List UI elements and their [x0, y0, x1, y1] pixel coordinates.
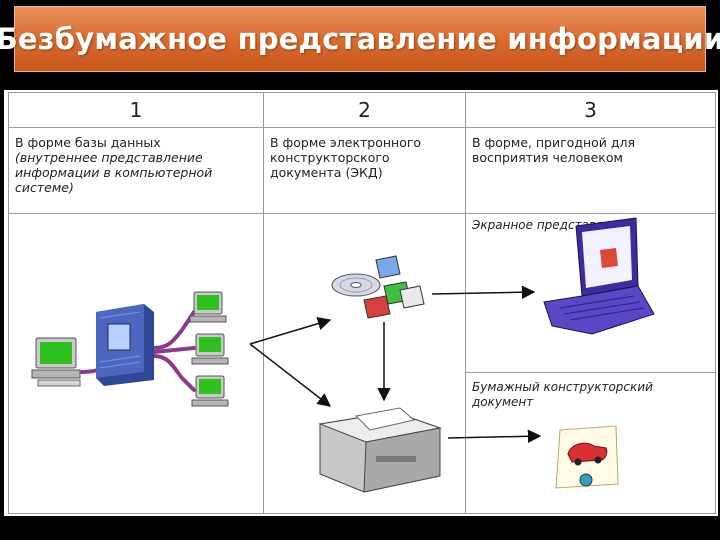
column-1-body — [8, 214, 264, 514]
workstation-icon — [191, 375, 229, 407]
cd-disk-icon — [331, 273, 381, 297]
paper-drawing-icon — [555, 425, 619, 489]
column-3-text: В форме, пригодной для восприятия челове… — [472, 135, 636, 165]
column-1-description: В форме базы данных (внутреннее представ… — [8, 128, 264, 214]
flow-arrows — [249, 285, 542, 444]
column-1-subtext: (внутреннее представление информации в к… — [15, 150, 213, 195]
column-1-text: В форме базы данных — [15, 135, 161, 150]
title-bar: Безбумажное представление информации — [0, 6, 720, 72]
column-3-number: 3 — [584, 98, 597, 122]
diagram-panel: 1 2 3 В форме базы данных (внутреннее пр… — [4, 90, 718, 516]
workstation-icon — [191, 333, 229, 365]
column-1-number: 1 — [129, 98, 143, 122]
diagram-artwork — [31, 217, 655, 493]
column-3-description: В форме, пригодной для восприятия челове… — [466, 128, 716, 214]
laptop-icon — [543, 217, 655, 335]
page-title: Безбумажное представление информации — [0, 22, 720, 56]
workstation-icon — [31, 337, 81, 387]
column-2-number: 2 — [358, 98, 371, 122]
column-3-body — [466, 214, 716, 514]
floppy-icon — [363, 255, 425, 319]
column-2-description: В форме электронного конструкторского до… — [264, 128, 466, 214]
printer-icon — [318, 407, 442, 493]
column-2-body — [264, 214, 466, 514]
column-3-header: 3 — [466, 92, 716, 128]
column-1-header: 1 — [8, 92, 264, 128]
column-2-text: В форме электронного конструкторского до… — [270, 135, 422, 180]
paper-label: Бумажный конструкторский документ — [472, 380, 653, 409]
workstation-icon — [189, 291, 227, 323]
column-3-divider — [466, 372, 716, 373]
server-icon — [96, 304, 154, 386]
column-2-header: 2 — [264, 92, 466, 128]
